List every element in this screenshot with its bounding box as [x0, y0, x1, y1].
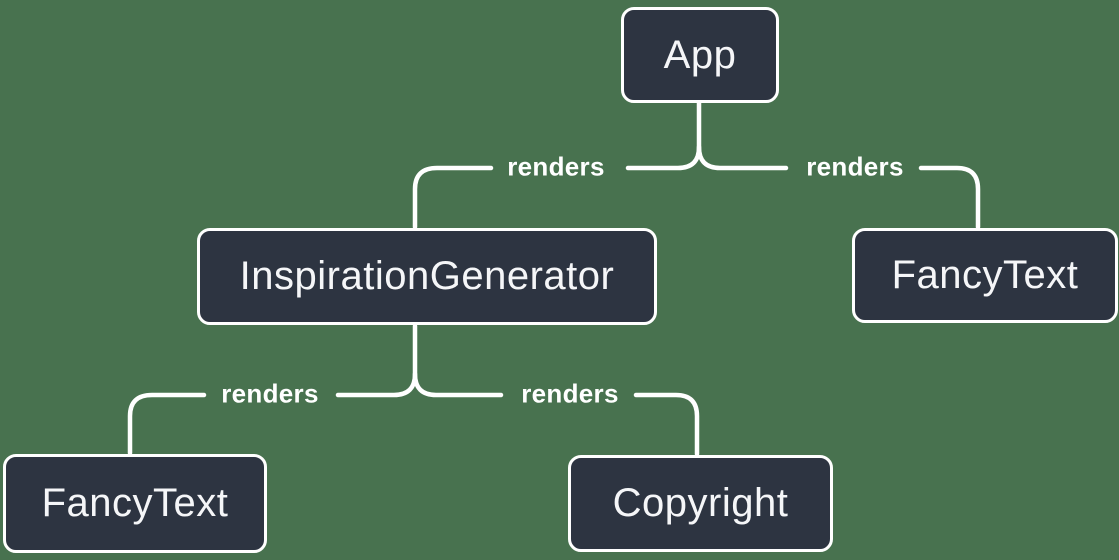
node-copyright-label: Copyright [612, 481, 789, 525]
edge-app-to-fancytext-elbow [918, 165, 981, 230]
edge-ig-to-copyright-stem [412, 371, 504, 398]
edge-ig-to-copyright-elbow [633, 392, 700, 457]
node-app: App [621, 7, 779, 103]
edge-app-to-inspirationgenerator-elbow [412, 165, 494, 230]
node-fancy-text-left: FancyText [3, 454, 267, 553]
node-copyright: Copyright [568, 455, 833, 552]
edge-ig-to-fancytext-stem [335, 323, 418, 398]
edge-ig-to-fancytext-elbow [127, 392, 207, 456]
node-fancy-text-right-label: FancyText [891, 253, 1079, 297]
edge-label-renders-ig-fancytext: renders [221, 378, 319, 409]
edge-app-to-inspirationgenerator-stem [625, 100, 702, 171]
edge-label-renders-app-ig: renders [507, 151, 605, 182]
edge-label-renders-app-fancytext: renders [806, 151, 904, 182]
node-app-label: App [663, 32, 737, 77]
node-inspiration-generator-label: InspirationGenerator [239, 254, 615, 298]
edge-label-renders-ig-copyright: renders [521, 378, 619, 409]
node-fancy-text-left-label: FancyText [41, 481, 229, 525]
edge-app-to-fancytext-stem [696, 144, 789, 171]
node-fancy-text-right: FancyText [852, 228, 1118, 323]
node-inspiration-generator: InspirationGenerator [197, 228, 657, 325]
